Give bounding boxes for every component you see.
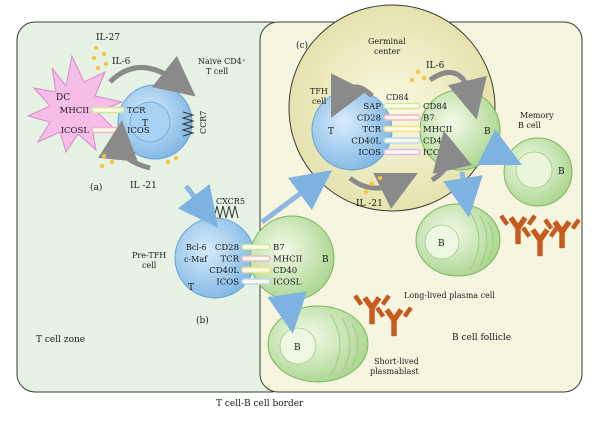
pre-tfh-t-letter: T bbox=[188, 283, 194, 293]
pre-pair-left-label-2: CD40L bbox=[209, 266, 239, 276]
pre-tfh-label-1: Pre-TFH bbox=[132, 251, 166, 260]
gc-pair-bar-3 bbox=[383, 137, 421, 144]
antibody-icon-1 bbox=[521, 226, 559, 257]
short-lived-label-1: Short-lived bbox=[374, 357, 419, 366]
bcell-to-plasmablast-arrow bbox=[267, 291, 307, 334]
cmaf-label: c-Maf bbox=[184, 255, 208, 264]
tfh-label-2: cell bbox=[312, 97, 327, 106]
pre-tfh-label-2: cell bbox=[142, 261, 157, 270]
pre-b-letter: B bbox=[322, 255, 329, 265]
antibody-icon-4 bbox=[375, 306, 413, 337]
short-lived-label-2: plasmablast bbox=[370, 367, 419, 376]
pre-pair-right-label-0: B7 bbox=[273, 243, 285, 253]
pre-pair-bar-0 bbox=[241, 243, 271, 251]
pre-pair-right-label-3: ICOSL bbox=[273, 278, 302, 288]
gc-pair-right-label-1: B7 bbox=[423, 114, 435, 124]
long-lived-label: Long-lived plasma cell bbox=[404, 291, 495, 300]
gc-pair-right-label-0: CD84 bbox=[423, 102, 447, 112]
gc-il6-label: IL-6 bbox=[426, 61, 445, 71]
pre-pair-left-label-0: CD28 bbox=[215, 243, 239, 253]
pre-pair-right-label-1: MHCII bbox=[273, 255, 302, 265]
plasmablast-er bbox=[329, 313, 359, 377]
gc-pair-bar-2 bbox=[383, 125, 421, 133]
gc-il21-label: IL -21 bbox=[356, 199, 383, 209]
gc-pair-right-label-2: MHCII bbox=[423, 125, 452, 135]
pre-pair-bar-3 bbox=[241, 278, 271, 285]
naive-label-2: T cell bbox=[206, 67, 229, 76]
gc-pair-right-label-3: CD40 bbox=[423, 137, 447, 147]
naive-to-pretfh-arrow bbox=[177, 183, 219, 228]
dc-pair-bar-0 bbox=[91, 106, 125, 114]
gc-il21-curved-arrow bbox=[348, 173, 418, 209]
dc-label: DC bbox=[56, 93, 70, 103]
gc-b-letter: B bbox=[484, 127, 491, 137]
tfh-t-letter: T bbox=[328, 127, 334, 137]
antibody-icon-0 bbox=[499, 214, 537, 245]
bcl6-label: Bcl-6 bbox=[186, 243, 207, 252]
memory-b-letter: B bbox=[558, 167, 565, 177]
b-cell-follicle-label: B cell follicle bbox=[452, 333, 511, 343]
gc-pair-left-label-3: CD40L bbox=[351, 137, 381, 147]
gc-pair-left-label-2: TCR bbox=[362, 125, 381, 135]
il6-label: IL-6 bbox=[112, 57, 131, 67]
border-label: T cell-B cell border bbox=[216, 399, 304, 409]
il21-label: IL -21 bbox=[130, 181, 157, 191]
dc-pair-bar-1 bbox=[91, 126, 125, 134]
il27-label: IL-27 bbox=[96, 33, 120, 43]
ccr7-receptor-icon bbox=[181, 111, 195, 137]
gc-to-plasma-arrow bbox=[443, 171, 483, 218]
gc-pair-left-label-1: CD28 bbox=[357, 114, 381, 124]
tfh-label-1: TFH bbox=[310, 87, 328, 96]
pre-pair-left-label-3: ICOS bbox=[216, 278, 239, 288]
t-cell-zone-label: T cell zone bbox=[36, 335, 85, 345]
antibody-icon-3 bbox=[353, 294, 391, 325]
pre-pair-left-label-1: TCR bbox=[220, 255, 239, 265]
naive-t-letter: T bbox=[142, 119, 148, 129]
germinal-center-label-2: center bbox=[374, 47, 400, 56]
dc-pair-right-label-1: ICOS bbox=[127, 126, 150, 136]
dc-pair-left-label-1: ICOSL bbox=[61, 126, 90, 136]
plasmablast-b-letter: B bbox=[294, 343, 301, 353]
gc-pair-bar-4 bbox=[383, 148, 421, 156]
gc-return-curved-arrow bbox=[430, 130, 472, 183]
memory-label-1: Memory bbox=[520, 111, 554, 120]
memory-b-nucleus bbox=[515, 151, 553, 189]
panel-c-label: (c) bbox=[296, 40, 308, 51]
long-lived-b-letter: B bbox=[438, 239, 445, 249]
gc-pair-left-label-4: ICOS bbox=[358, 148, 381, 158]
pre-pair-bar-2 bbox=[241, 266, 271, 274]
dc-pair-left-label-0: MHCII bbox=[60, 106, 89, 116]
cytokine-dots bbox=[91, 45, 427, 195]
gc-top-cd84-label: CD84 bbox=[386, 93, 409, 102]
germinal-center-label-1: Germinal bbox=[368, 37, 406, 46]
gc-pair-bar-0 bbox=[383, 102, 421, 110]
gc-pair-bar-1 bbox=[383, 114, 421, 121]
gc-il6-curved-arrow bbox=[428, 69, 487, 120]
naive-label-1: Naive CD4⁺ bbox=[198, 57, 246, 66]
ccr7-label: CCR7 bbox=[199, 111, 208, 134]
memory-label-2: B cell bbox=[518, 121, 541, 130]
long-lived-nucleus bbox=[424, 224, 460, 260]
pre-pair-bar-1 bbox=[241, 255, 271, 262]
gc-top-curved-arrow bbox=[331, 73, 374, 118]
gc-pair-left-label-0: SAP bbox=[363, 102, 381, 112]
antibody-icon-2 bbox=[543, 218, 581, 249]
gc-to-memory-arrow bbox=[477, 129, 522, 165]
panel-b-label: (b) bbox=[196, 315, 209, 326]
il6-curved-arrow bbox=[108, 55, 196, 97]
pre-pair-right-label-2: CD40 bbox=[273, 266, 297, 276]
panel-a-label: (a) bbox=[90, 182, 102, 193]
il21-curved-arrow bbox=[98, 120, 151, 171]
antibodies bbox=[353, 214, 581, 337]
cxcr5-label: CXCR5 bbox=[216, 197, 245, 206]
dc-pair-right-label-0: TCR bbox=[127, 106, 146, 116]
pretfh-to-tfh-arrow bbox=[260, 170, 333, 225]
